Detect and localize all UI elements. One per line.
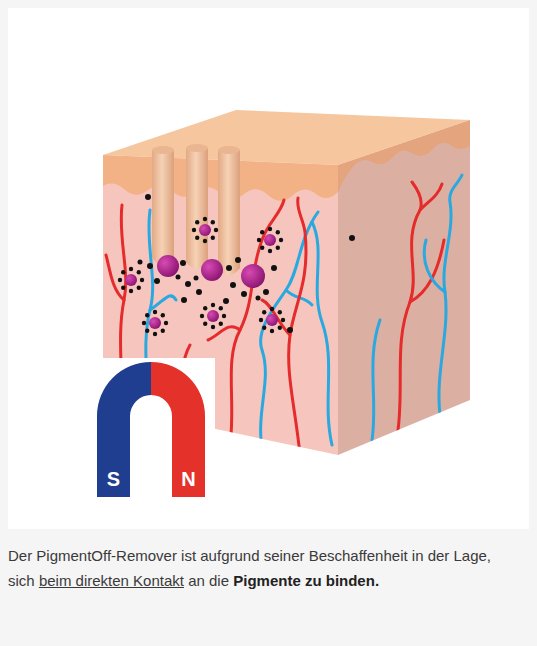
caption-underlined: beim direkten Kontakt xyxy=(39,572,184,589)
dermis-side xyxy=(338,120,470,455)
magnet-ground xyxy=(93,358,215,502)
pole-letter: S xyxy=(107,469,120,489)
caption-text: Der PigmentOff-Remover ist aufgrund sein… xyxy=(8,543,526,593)
magnet-pole-label: N xyxy=(172,460,205,497)
pigment-particles xyxy=(118,194,355,336)
pole-letter: N xyxy=(181,469,195,489)
magnet-north xyxy=(151,362,205,497)
caption-segment: an die xyxy=(188,572,229,589)
panel xyxy=(8,8,529,529)
hair-follicles xyxy=(152,144,240,275)
caption-bold: Pigmente zu binden. xyxy=(233,572,379,589)
magnet-pole-label: S xyxy=(97,460,130,497)
magnet-south xyxy=(97,362,151,497)
blood-vessels-side xyxy=(372,175,462,440)
